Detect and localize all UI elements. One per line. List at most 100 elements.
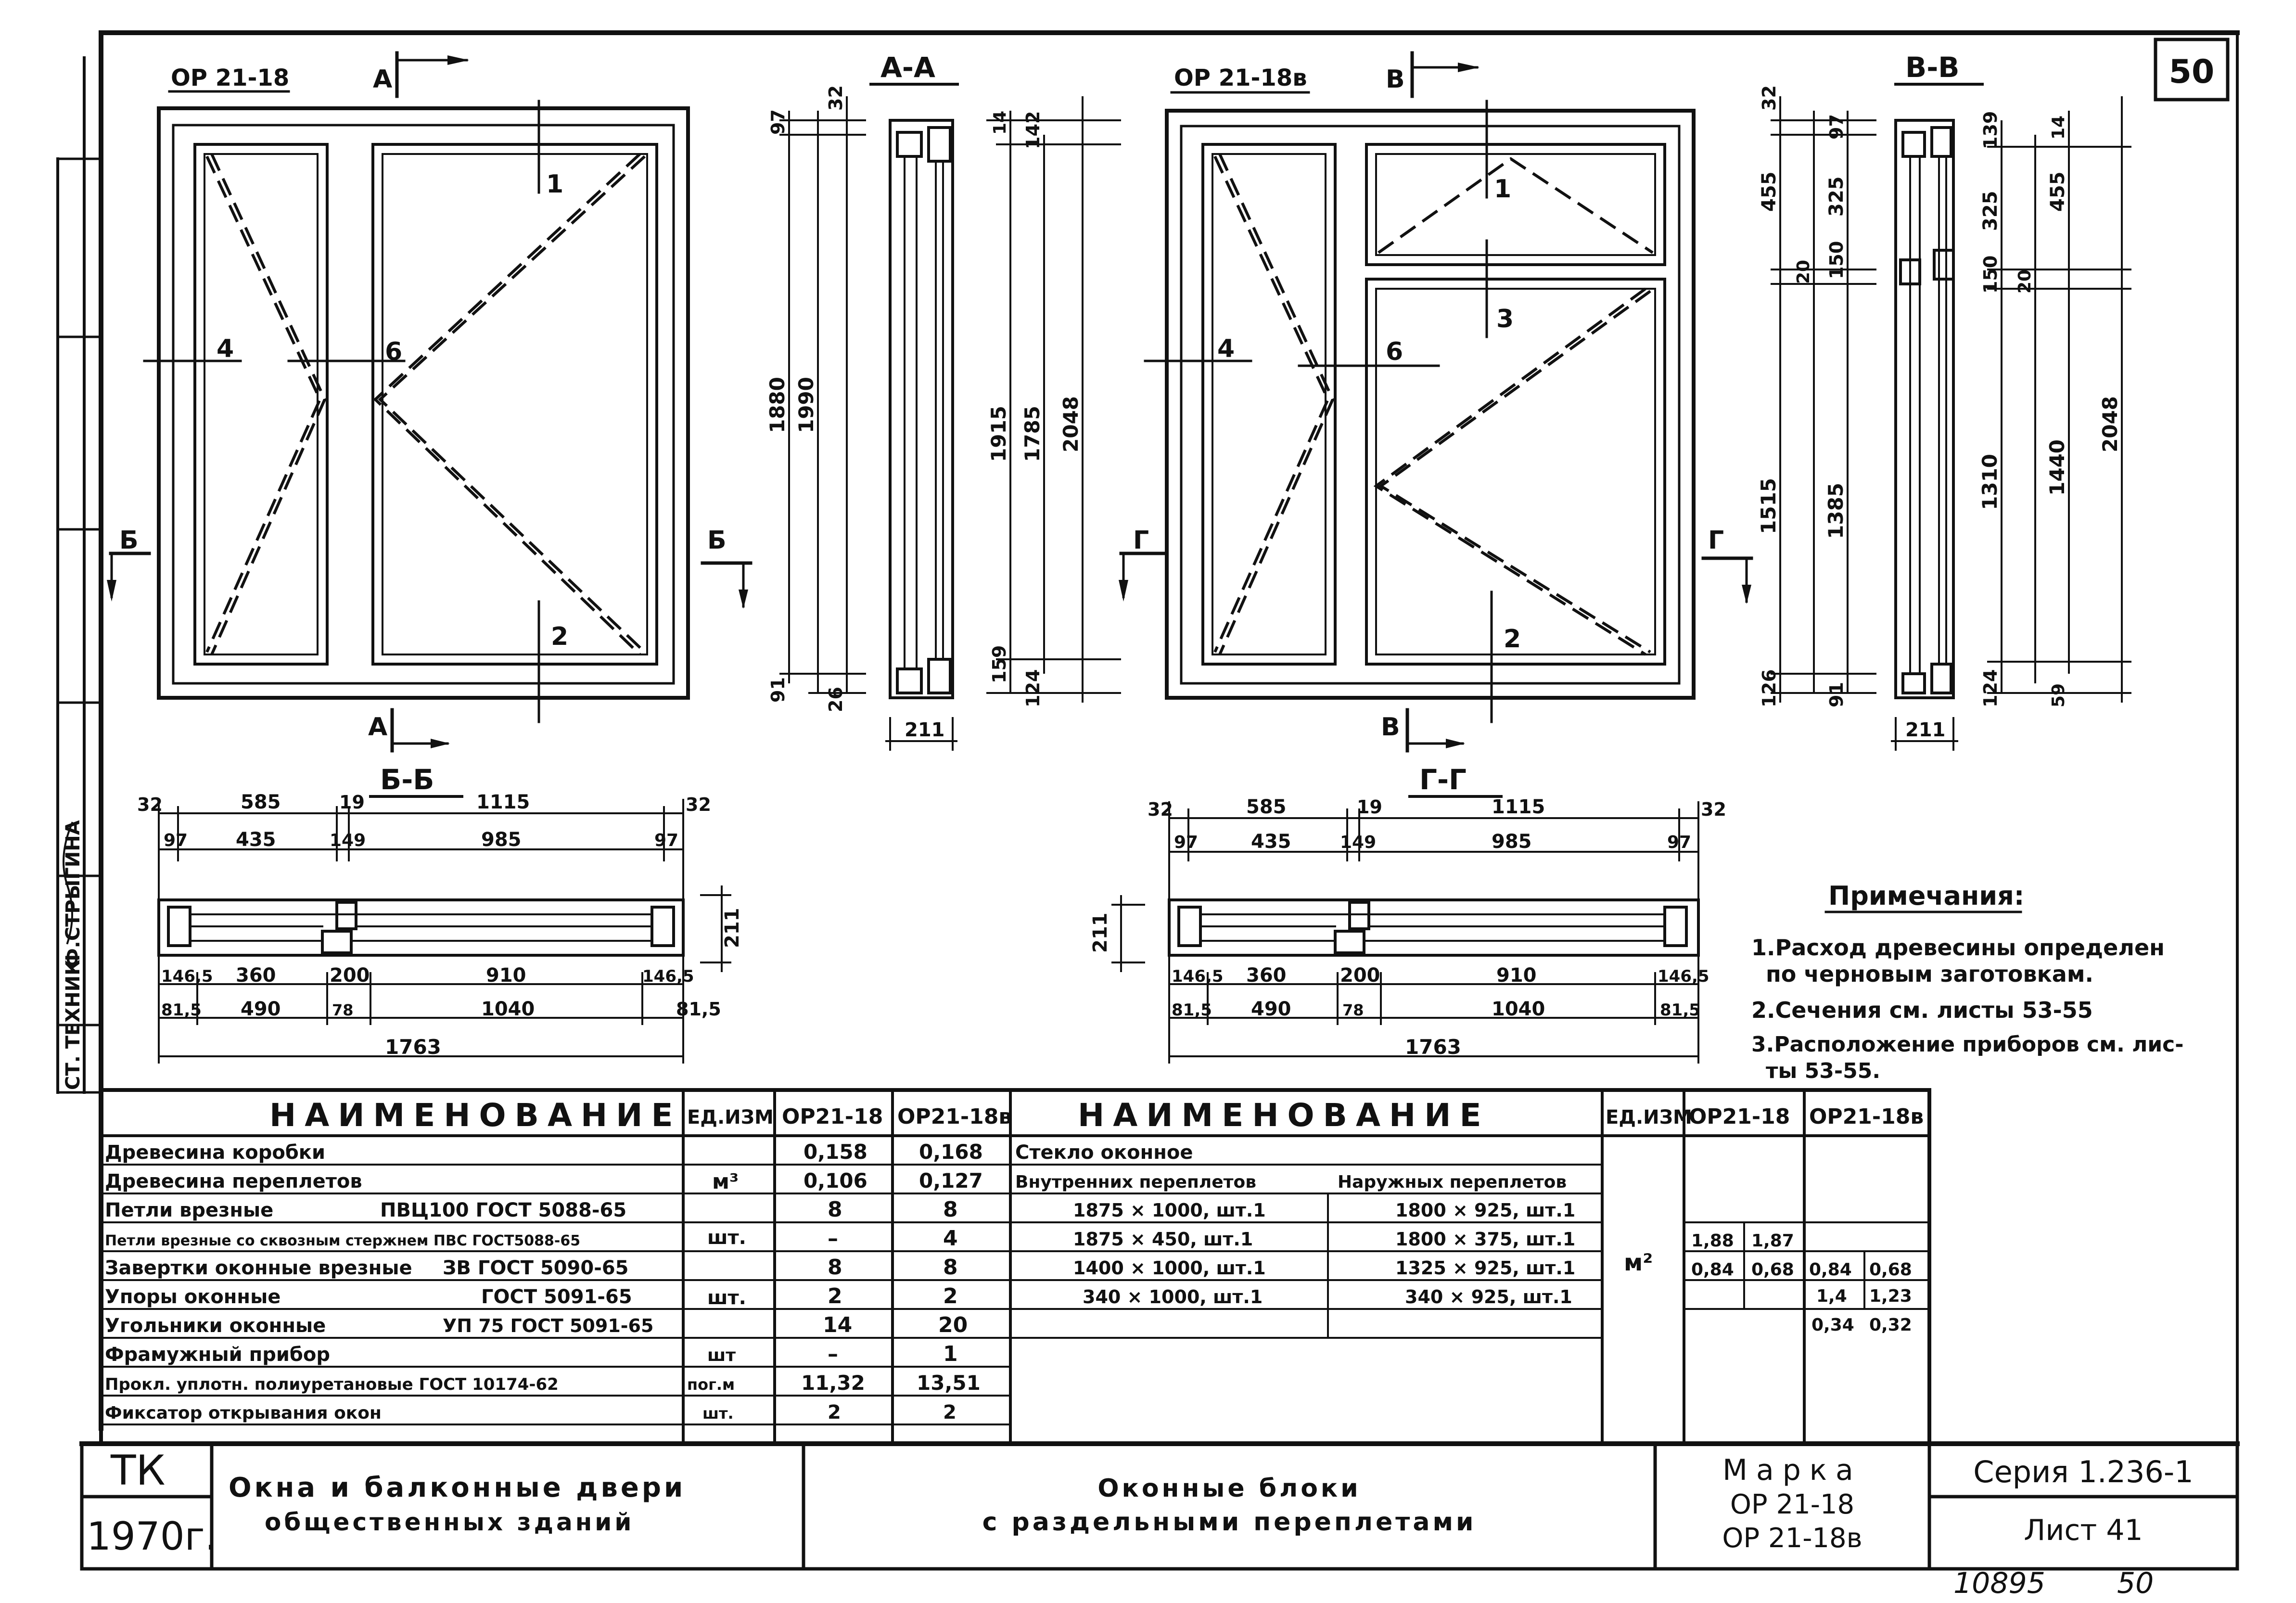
dim-32: 32 <box>825 85 846 111</box>
dim-1915: 1915 <box>987 406 1010 462</box>
tl-row3-unit: шт. <box>707 1227 746 1249</box>
tr-row2-a1: 0,84 <box>1691 1260 1734 1280</box>
section-g-g: Г-Г 32 585 19 1115 32 97 435 <box>1089 763 1726 1064</box>
dim-vv-211: 211 <box>1905 719 1946 741</box>
gg-dim-585: 585 <box>1246 796 1287 818</box>
gg-dim-81-l: 81,5 <box>1172 1000 1212 1020</box>
dim-vv2-1310: 1310 <box>1978 454 2002 510</box>
dim-vv2-455: 455 <box>2047 172 2069 212</box>
tr-row4-inner: 340 × 1000, шт.1 <box>1083 1286 1263 1308</box>
tl-row5-a: 8 <box>828 1255 842 1280</box>
dim-vv2-20: 20 <box>2015 269 2035 294</box>
tl-row8-name: Фрамужный прибор <box>105 1344 330 1366</box>
bb-dim-149: 149 <box>330 831 366 850</box>
tl-row1-unit: м³ <box>712 1169 739 1194</box>
dim-2048-aa: 2048 <box>1059 396 1083 452</box>
note-line-3: 2.Сечения см. листы 53-55 <box>1751 997 2093 1023</box>
bb-dim-910: 910 <box>486 964 526 987</box>
section-mark-g-right: Г <box>1708 526 1724 555</box>
bb-dim-585: 585 <box>241 791 281 813</box>
section-mark-b-left: Б <box>119 526 139 555</box>
bb-dim-1763: 1763 <box>385 1035 441 1059</box>
gg-dim-1763: 1763 <box>1405 1035 1461 1059</box>
tl-header-b: ОР21-18в <box>897 1104 1012 1129</box>
tl-row1-b: 0,168 <box>919 1140 983 1164</box>
side-strip: СТ. ТЕХНИК Ф.СТРЫГИНА <box>56 56 102 1094</box>
gg-dim-32-r: 32 <box>1701 799 1726 820</box>
tr-row4-b2: 0,32 <box>1869 1315 1912 1335</box>
tl-row3-b: 8 <box>943 1197 958 1222</box>
dim-1880: 1880 <box>765 377 789 433</box>
tr-row2-a2: 0,68 <box>1751 1260 1794 1280</box>
dim-vv2-2048: 2048 <box>2098 396 2122 452</box>
bb-dim-985: 985 <box>481 829 522 851</box>
bb-dim-1115: 1115 <box>476 791 530 813</box>
archive-number2: 50 <box>2117 1566 2154 1600</box>
tb-year: 1970г. <box>87 1514 217 1559</box>
bb-dim-32-r: 32 <box>686 794 711 815</box>
gg-dim-200: 200 <box>1340 964 1380 987</box>
tr-row1-inner: 1875 × 1000, шт.1 <box>1073 1200 1266 1221</box>
tr-header-a: ОР21-18 <box>1689 1104 1790 1129</box>
bb-dim-81-r: 81,5 <box>676 999 721 1020</box>
gg-dim-78: 78 <box>1342 1001 1364 1019</box>
tl-row2-name: Древесина переплетов <box>105 1170 362 1193</box>
tl-row3-name: Петли врезные <box>105 1199 273 1221</box>
tr-header-unit: ЕД.ИЗМ <box>1606 1106 1692 1129</box>
tl-row4-a: – <box>828 1226 838 1251</box>
bb-dim-1040: 1040 <box>481 998 535 1020</box>
bb-dim-211: 211 <box>721 908 743 949</box>
notes-block: Примечания: 1.Расход древесины определен… <box>1751 881 2184 1083</box>
section-aa-title: А-А <box>880 51 935 84</box>
note-line-4: 3.Расположение приборов см. лис- <box>1751 1032 2184 1057</box>
dim-124: 124 <box>1022 669 1044 707</box>
bb-dim-81-l: 81,5 <box>161 1000 202 1020</box>
dim-vv2-59: 59 <box>2049 683 2068 707</box>
tl-row9-b: 13,51 <box>917 1371 981 1395</box>
section-mark-v-bottom: В <box>1381 713 1400 742</box>
callout-2-v1: 2 <box>551 622 568 651</box>
notes-title: Примечания: <box>1828 881 2024 911</box>
side-text: СТ. ТЕХНИК <box>62 960 84 1090</box>
dim-14: 14 <box>990 111 1010 135</box>
tb-list: Лист 41 <box>2024 1513 2143 1547</box>
tl-row2-a: 0,106 <box>804 1169 867 1193</box>
section-a-a: А-А 97 32 1880 1990 91 26 211 <box>765 51 1121 751</box>
gg-dim-146-r: 146,5 <box>1658 967 1709 986</box>
bb-dim-360: 360 <box>236 964 276 987</box>
gg-dim-490: 490 <box>1251 998 1291 1020</box>
tr-header-name: НАИМЕНОВАНИЕ <box>1078 1097 1490 1134</box>
tl-row7-name: Угольники оконные <box>105 1315 326 1337</box>
dim-vv-126: 126 <box>1759 669 1780 707</box>
bb-dim-146-l: 146,5 <box>161 967 213 986</box>
tl-header-name: НАИМЕНОВАНИЕ <box>269 1097 682 1134</box>
dim-vv-97: 97 <box>1826 114 1847 140</box>
tb-org: ТК <box>110 1447 166 1495</box>
tl-row3-a: 8 <box>828 1197 842 1222</box>
tl-row10-a: 2 <box>828 1401 841 1423</box>
note-line-1: 1.Расход древесины определен <box>1751 935 2165 961</box>
dim-91: 91 <box>767 677 789 703</box>
gg-dim-149: 149 <box>1340 833 1376 852</box>
tb-marka1: ОР 21-18 <box>1730 1489 1854 1520</box>
dim-vv-1515: 1515 <box>1757 478 1780 534</box>
tl-header-unit: ЕД.ИЗМ <box>687 1106 774 1129</box>
dim-vv2-150: 150 <box>1980 256 2001 294</box>
gg-dim-435: 435 <box>1251 831 1291 853</box>
section-v-v: В-В 32 97 455 325 150 <box>1757 51 2131 751</box>
section-mark-v-top: В <box>1386 65 1405 94</box>
view1-title: ОР 21-18 <box>171 64 289 91</box>
bb-dim-435: 435 <box>236 829 276 851</box>
tl-row6-a: 2 <box>828 1284 842 1308</box>
tl-row8-unit: шт <box>707 1346 736 1365</box>
spec-table-left: НАИМЕНОВАНИЕ ЕД.ИЗМ ОР21-18 ОР21-18в Дре… <box>105 1097 1012 1423</box>
gg-dim-81-r: 81,5 <box>1660 1000 1700 1020</box>
tb-marka-label: Марка <box>1722 1453 1862 1487</box>
tb-sheet-title: Оконные блоки <box>1097 1474 1361 1503</box>
archive-number: 10895 <box>1953 1566 2045 1600</box>
section-mark-b-right: Б <box>707 526 727 555</box>
tl-row10-b: 2 <box>943 1401 957 1423</box>
tr-unit: м² <box>1624 1249 1653 1276</box>
gg-dim-910: 910 <box>1496 964 1537 987</box>
